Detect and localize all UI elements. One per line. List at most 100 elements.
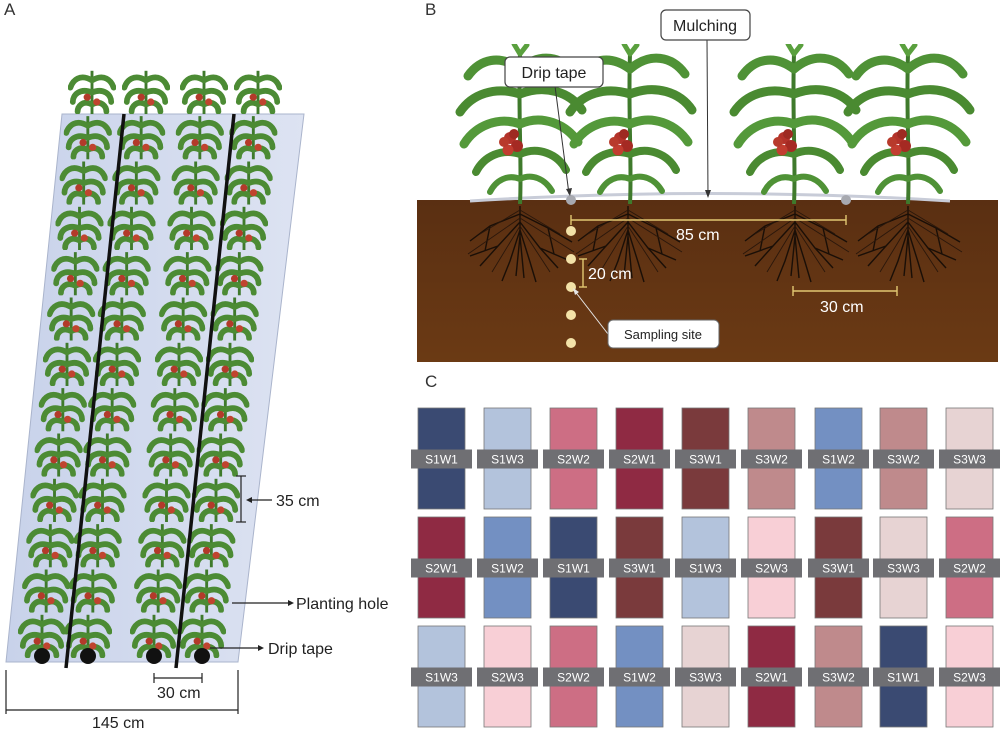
panel-b-letter: B (425, 0, 437, 19)
plant-icon (162, 297, 205, 340)
sampling-site-label: Sampling site (624, 327, 702, 342)
plot-label-bar (808, 449, 869, 469)
plot-label: S3W1 (822, 562, 855, 576)
plant-icon (100, 297, 143, 340)
plant-icon (105, 252, 148, 295)
plant-icon (149, 433, 192, 476)
plant-icon (194, 479, 237, 522)
planting-hole (146, 648, 162, 664)
spacing-30-label-a: 30 cm (157, 685, 201, 702)
plant-spacing-30-label: 30 cm (820, 299, 864, 316)
plot-label: S2W1 (623, 453, 656, 467)
panel-c-letter: C (425, 372, 438, 391)
plot-label: S3W1 (689, 453, 722, 467)
plant-icon (71, 569, 114, 612)
tomato-plant (734, 44, 856, 204)
plot-label-bar (939, 558, 1000, 578)
plot-label-bar (939, 449, 1000, 469)
plant-icon (33, 479, 76, 522)
plot-label-bar (609, 558, 670, 578)
plot-label: S2W3 (953, 671, 986, 685)
plant-icon (141, 524, 184, 567)
plant-icon (232, 116, 275, 159)
planting-hole (34, 648, 50, 664)
plant-icon (25, 569, 68, 612)
plant-icon (182, 71, 225, 114)
plot-label-bar (675, 558, 736, 578)
plant-icon (145, 479, 188, 522)
panel-a-field-diagram: 35 cm Planting hole Drip tape 30 cm 145 … (5, 71, 389, 730)
spacing-30-bracket (153, 673, 203, 683)
plot-label: S2W1 (425, 562, 458, 576)
plot-label-bar (873, 449, 934, 469)
plant-icon (66, 116, 109, 159)
plot-label-bar (411, 558, 472, 578)
plot-label-bar (543, 449, 604, 469)
plot-label-bar (477, 667, 538, 687)
plant-icon (199, 433, 242, 476)
sampling-site-callout-box (607, 319, 720, 349)
plot-label: S3W2 (755, 453, 788, 467)
plot-label-bar (873, 667, 934, 687)
plant-icon (76, 524, 119, 567)
plot-label: S1W3 (425, 671, 458, 685)
mulch-film (469, 192, 951, 203)
row-spacing-85-line (570, 215, 847, 225)
plant-icon (110, 207, 153, 250)
width-145-bracket (5, 670, 239, 714)
plant-icon (115, 161, 158, 204)
spacing-35-label: 35 cm (276, 493, 320, 510)
drip-tape-line-2 (174, 113, 236, 669)
plot-label-bar (609, 667, 670, 687)
tomato-plant (848, 44, 970, 204)
plot-label: S1W2 (491, 562, 524, 576)
plant-icon (174, 161, 217, 204)
plot-label: S3W3 (689, 671, 722, 685)
plot-label: S2W2 (557, 453, 590, 467)
plot-label: S3W3 (887, 562, 920, 576)
plot-label: S1W2 (822, 453, 855, 467)
plant-icon (204, 388, 247, 431)
plant-icon (190, 524, 233, 567)
plot-label: S1W3 (491, 453, 524, 467)
drip-tape-line-1 (64, 113, 126, 669)
panel-a-letter: A (4, 0, 16, 19)
plant-icon (178, 116, 221, 159)
plot-label: S2W3 (491, 671, 524, 685)
plant-icon (153, 388, 196, 431)
panel-b-cross-section: 85 cm 20 cm 30 cm Mulching Drip tape Sam… (417, 9, 998, 362)
plant-icon (166, 252, 209, 295)
plot-label-bar (543, 667, 604, 687)
plot-label-bar (477, 449, 538, 469)
plot-label-bar (543, 558, 604, 578)
plot-label-bar (741, 667, 802, 687)
mulching-callout-line (706, 39, 709, 197)
plant-spacing-30-line (792, 286, 898, 296)
plant-icon (50, 297, 93, 340)
plot-label: S2W3 (755, 562, 788, 576)
spacing-35-bracket (236, 475, 272, 523)
plot-label-bar (741, 449, 802, 469)
drip-tape-emitter (566, 195, 576, 205)
plot-label-bar (477, 558, 538, 578)
plant-icon (37, 433, 80, 476)
plant-icon (236, 71, 279, 114)
plant-icon (218, 252, 261, 295)
planting-hole (194, 648, 210, 664)
plant-icon (41, 388, 84, 431)
plot-label-bar (939, 667, 1000, 687)
sampling-callout-line (573, 289, 609, 335)
plot-label-bar (675, 449, 736, 469)
plant-icon (120, 116, 163, 159)
plant-icon (70, 71, 113, 114)
planting-hole-label: Planting hole (296, 596, 389, 613)
plant-icon (170, 207, 213, 250)
drip-tape-callout-line (554, 85, 570, 195)
drip-tape-label-a: Drip tape (268, 641, 333, 658)
plant-icon (81, 479, 124, 522)
plant-icon (213, 297, 256, 340)
mulching-label: Mulching (673, 18, 737, 35)
plot-label-bar (808, 667, 869, 687)
